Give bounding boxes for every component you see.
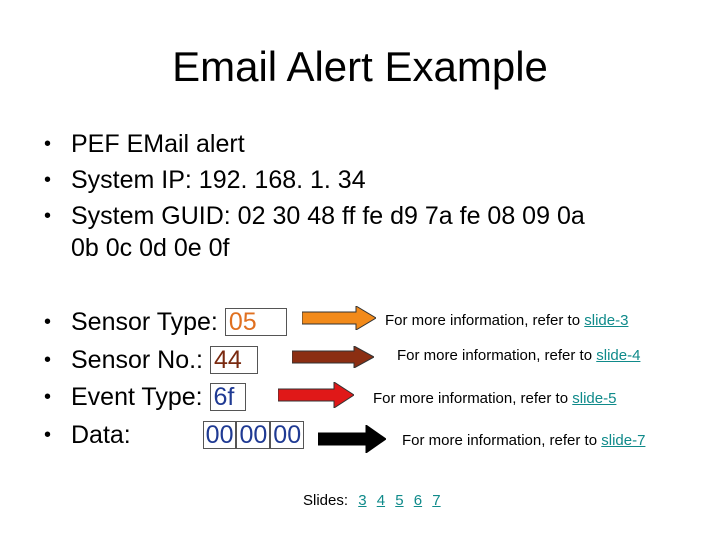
event-type-row: • Event Type: 6f xyxy=(44,379,344,417)
bullet-item: • System IP: 192. 168. 1. 34 xyxy=(44,162,684,198)
bullet-dot: • xyxy=(44,386,52,408)
sensor-no-row: • Sensor No.: 44 xyxy=(44,342,344,380)
arrow-shape xyxy=(292,346,374,368)
info-prefix: For more information, refer to xyxy=(373,390,569,407)
info-prefix: For more information, refer to xyxy=(397,347,593,364)
bullet-item: • System GUID: 02 30 48 ff fe d9 7a fe 0… xyxy=(44,198,684,234)
bullet-text: System IP: 192. 168. 1. 34 xyxy=(71,166,366,194)
arrow-shape xyxy=(318,425,386,453)
sensor-no-value: 44 xyxy=(209,345,258,374)
link-slide-5[interactable]: slide-5 xyxy=(572,390,617,407)
info-prefix: For more information, refer to xyxy=(385,312,581,329)
arrow-sensor-no xyxy=(292,346,374,368)
bullet-dot: • xyxy=(44,133,52,155)
arrow-shape xyxy=(278,382,354,408)
bullet-continuation: 0b 0c 0d 0e 0f xyxy=(71,234,230,262)
bullet-dot: • xyxy=(44,205,52,227)
right-arrow-icon xyxy=(302,306,376,330)
sensor-type-value: 05 xyxy=(224,308,287,336)
sensor-list: • Sensor Type: 05 • Sensor No.: 44 • Eve… xyxy=(44,304,344,454)
data-byte-value: 00 xyxy=(236,420,271,449)
data-byte-value: 00 xyxy=(202,420,237,449)
info-prefix: For more information, refer to xyxy=(402,432,598,449)
info-event-type: For more information, refer to slide-5 xyxy=(373,390,616,408)
bullet-text: System GUID: 02 30 48 ff fe d9 7a fe 08 … xyxy=(71,202,585,230)
sensor-type-label: Sensor Type: xyxy=(71,308,218,336)
slide-link[interactable]: 3 xyxy=(358,492,367,509)
bullet-dot: • xyxy=(44,169,52,191)
bullet-item: • PEF EMail alert xyxy=(44,126,684,162)
bullet-dot: • xyxy=(44,348,52,371)
link-slide-7[interactable]: slide-7 xyxy=(601,432,646,449)
bullet-dot: • xyxy=(44,311,52,333)
slides-label: Slides: xyxy=(303,492,349,509)
sensor-no-label: Sensor No.: xyxy=(71,345,204,374)
slides-nav: Slides: 3 4 5 6 7 xyxy=(303,492,441,510)
bullet-dot: • xyxy=(44,423,52,446)
slide-link[interactable]: 7 xyxy=(432,492,441,509)
right-arrow-icon xyxy=(278,382,354,408)
right-arrow-icon xyxy=(292,346,374,368)
right-arrow-icon xyxy=(318,425,386,453)
slide-link[interactable]: 6 xyxy=(413,492,423,509)
slide-title: Email Alert Example xyxy=(172,43,548,90)
sensor-type-row: • Sensor Type: 05 xyxy=(44,304,344,342)
info-sensor-type: For more information, refer to slide-3 xyxy=(385,312,628,330)
data-byte-value: 00 xyxy=(270,420,305,449)
slide-link[interactable]: 4 xyxy=(376,492,386,509)
event-type-value: 6f xyxy=(209,383,246,411)
bullet-text: PEF EMail alert xyxy=(71,130,245,158)
arrow-sensor-type xyxy=(302,306,376,330)
link-slide-4[interactable]: slide-4 xyxy=(596,347,641,364)
arrow-event-type xyxy=(278,382,354,408)
slide-link[interactable]: 5 xyxy=(395,492,404,509)
arrow-shape xyxy=(302,306,376,330)
info-sensor-no: For more information, refer to slide-4 xyxy=(397,347,640,365)
arrow-data xyxy=(318,425,386,453)
data-label: Data: xyxy=(71,420,131,449)
event-type-label: Event Type: xyxy=(71,383,203,411)
link-slide-3[interactable]: slide-3 xyxy=(584,312,629,329)
bullet-list: • PEF EMail alert • System IP: 192. 168.… xyxy=(44,126,684,266)
info-data: For more information, refer to slide-7 xyxy=(402,432,645,450)
